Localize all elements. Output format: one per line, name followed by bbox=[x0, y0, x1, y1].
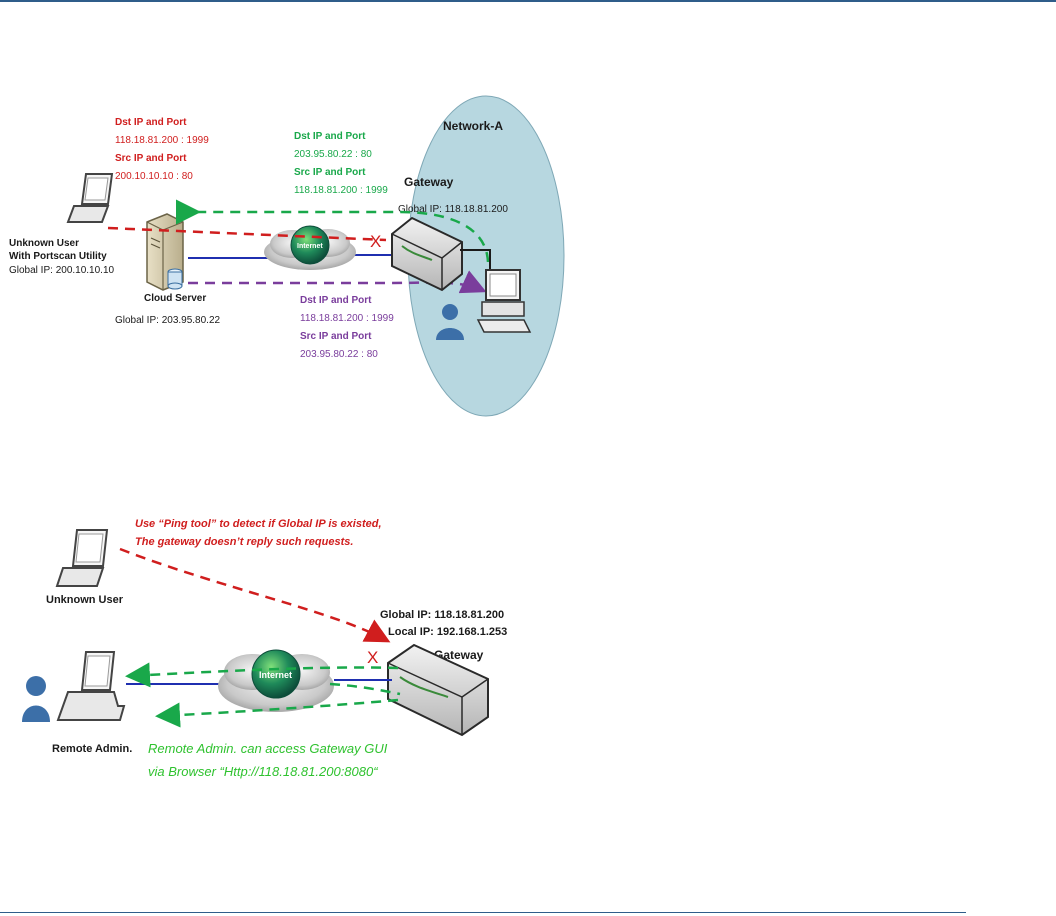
network-user-icon bbox=[436, 304, 464, 340]
unknown-user-title: Unknown User bbox=[9, 238, 79, 249]
remote-admin-label: Remote Admin. bbox=[52, 743, 132, 755]
unknown-user-ip: Global IP: 200.10.10.10 bbox=[9, 265, 115, 276]
gateway1-global-ip: Global IP: 118.18.81.200 bbox=[398, 204, 508, 215]
internet-label-1: Internet bbox=[297, 243, 323, 250]
unknown-user-subtitle: With Portscan Utility bbox=[9, 251, 107, 262]
purple-dst-value: 118.18.81.200 : 1999 bbox=[300, 313, 394, 324]
internet-label-2: Internet bbox=[259, 670, 292, 680]
remote-admin-user-icon bbox=[22, 676, 50, 722]
green-src-title: Src IP and Port bbox=[294, 167, 366, 178]
red-src-value: 200.10.10.10 : 80 bbox=[115, 171, 193, 182]
red-flow-line bbox=[107, 226, 387, 242]
gateway2-device-icon bbox=[387, 643, 489, 737]
gateway2-label: Gateway bbox=[434, 648, 484, 662]
gateway2-global-ip: Global IP: 118.18.81.200 bbox=[380, 609, 504, 621]
remote-admin-laptop-icon bbox=[56, 651, 126, 721]
bottom-rule bbox=[0, 912, 966, 913]
block-mark-1: X bbox=[370, 232, 381, 251]
red-dst-value: 118.18.81.200 : 1999 bbox=[115, 135, 209, 146]
link-gateway-pc bbox=[460, 249, 491, 270]
green-dst-value: 203.95.80.22 : 80 bbox=[294, 149, 372, 160]
access-flow-line-1 bbox=[125, 662, 399, 688]
network-a-label: Network-A bbox=[443, 119, 503, 133]
red-src-title: Src IP and Port bbox=[115, 153, 187, 164]
gateway1-device-icon bbox=[391, 216, 463, 292]
unknown-user2-label: Unknown User bbox=[46, 594, 124, 606]
cloud-server-label: Cloud Server bbox=[144, 293, 206, 304]
internet-globe2-icon bbox=[251, 649, 301, 699]
access-note-line1: Remote Admin. can access Gateway GUI bbox=[148, 741, 388, 756]
access-flow-line-3 bbox=[329, 682, 401, 696]
gateway1-label: Gateway bbox=[404, 175, 454, 189]
top-rule bbox=[0, 0, 1056, 2]
purple-dst-title: Dst IP and Port bbox=[300, 295, 372, 306]
internet-cloud2-icon bbox=[218, 649, 334, 712]
purple-src-value: 203.95.80.22 : 80 bbox=[300, 349, 378, 360]
green-flow-line bbox=[176, 199, 490, 263]
gateway2-local-ip: Local IP: 192.168.1.253 bbox=[388, 626, 507, 638]
green-src-value: 118.18.81.200 : 1999 bbox=[294, 185, 388, 196]
internet-cloud-icon bbox=[264, 225, 356, 270]
ping-flow-line bbox=[119, 547, 391, 643]
block-mark-2: X bbox=[367, 648, 378, 667]
access-flow-line-2 bbox=[155, 698, 399, 728]
cloud-server-icon bbox=[146, 213, 184, 291]
pc-icon bbox=[476, 269, 532, 333]
access-note-line2: via Browser “Http://118.18.81.200:8080“ bbox=[148, 764, 378, 779]
red-dst-title: Dst IP and Port bbox=[115, 117, 187, 128]
ping-note-line1: Use “Ping tool” to detect if Global IP i… bbox=[135, 518, 382, 530]
unknown-user-laptop-icon bbox=[66, 173, 114, 223]
purple-src-title: Src IP and Port bbox=[300, 331, 372, 342]
ping-note-line2: The gateway doesn’t reply such requests. bbox=[135, 536, 353, 548]
unknown-user2-laptop-icon bbox=[55, 529, 109, 587]
green-dst-title: Dst IP and Port bbox=[294, 131, 366, 142]
cloud-server-ip: Global IP: 203.95.80.22 bbox=[115, 315, 221, 326]
